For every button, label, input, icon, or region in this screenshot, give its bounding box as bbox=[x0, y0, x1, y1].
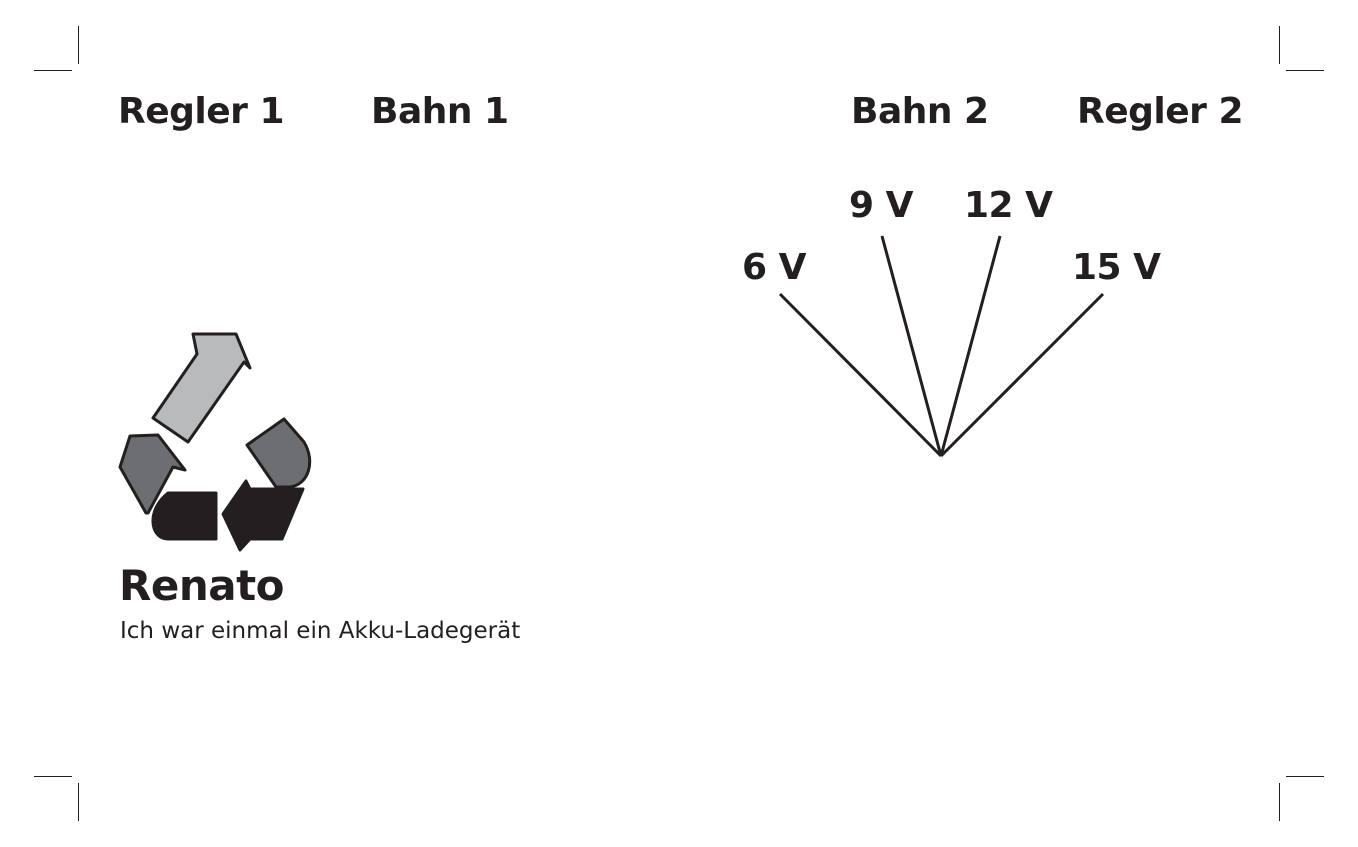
voltage-label-6v: 6 V bbox=[742, 247, 806, 288]
crop-mark-top-left-horizontal bbox=[34, 70, 72, 71]
selector-line-15v bbox=[939, 292, 1105, 458]
crop-mark-top-left-vertical bbox=[78, 26, 79, 64]
selector-line-6v bbox=[778, 292, 943, 458]
crop-mark-bottom-left-vertical bbox=[78, 783, 79, 821]
voltage-label-9v: 9 V bbox=[849, 185, 913, 226]
brand-name: Renato bbox=[119, 561, 285, 610]
recycle-segment-mid-right bbox=[245, 417, 312, 489]
crop-mark-bottom-right-vertical bbox=[1279, 783, 1280, 821]
crop-mark-top-right-horizontal bbox=[1286, 70, 1324, 71]
controller-1-label: Regler 1 bbox=[118, 91, 285, 132]
selector-line-9v bbox=[880, 235, 943, 457]
crop-mark-bottom-right-horizontal bbox=[1286, 776, 1324, 777]
voltage-label-12v: 12 V bbox=[964, 185, 1053, 226]
track-2-label: Bahn 2 bbox=[851, 91, 989, 132]
recycle-arrow-black bbox=[221, 479, 305, 552]
selector-line-12v bbox=[939, 235, 1002, 457]
brand-tagline: Ich war einmal ein Akku-Ladegerät bbox=[120, 618, 521, 644]
track-1-label: Bahn 1 bbox=[371, 91, 509, 132]
recycle-arrow-light bbox=[151, 332, 252, 444]
voltage-label-15v: 15 V bbox=[1072, 247, 1161, 288]
recycle-arrow-mid-left bbox=[118, 433, 187, 515]
crop-mark-bottom-left-horizontal bbox=[34, 776, 72, 777]
controller-2-label: Regler 2 bbox=[1077, 91, 1244, 132]
recycle-segment-black bbox=[151, 491, 218, 541]
recycle-icon bbox=[118, 332, 312, 552]
crop-mark-top-right-vertical bbox=[1279, 26, 1280, 64]
